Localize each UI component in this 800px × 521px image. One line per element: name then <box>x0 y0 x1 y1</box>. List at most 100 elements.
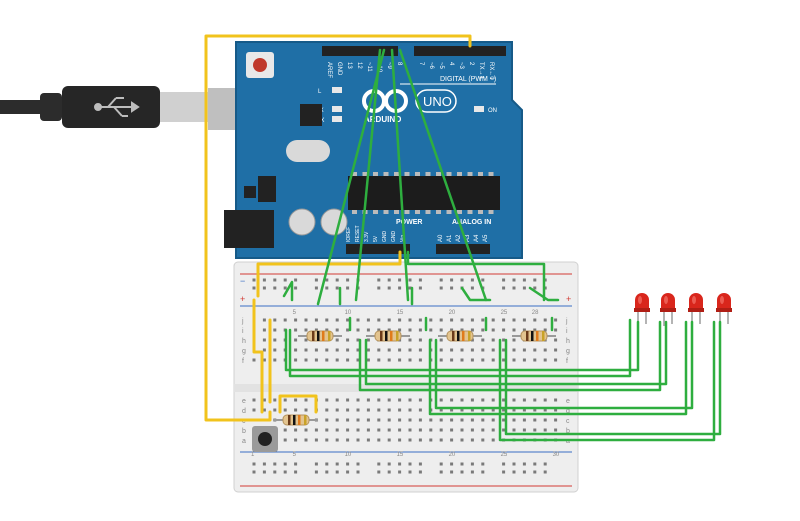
hole <box>377 328 381 332</box>
rail-hole <box>283 278 287 282</box>
rail-hole <box>533 278 537 282</box>
hole <box>346 338 350 342</box>
hole <box>356 408 360 412</box>
pushbutton-cap[interactable] <box>258 432 272 446</box>
hole <box>522 398 526 402</box>
chip-pin <box>478 172 483 176</box>
hole <box>366 428 370 432</box>
rail-hole <box>387 470 391 474</box>
hole <box>429 438 433 442</box>
hole <box>304 348 308 352</box>
hole <box>543 408 547 412</box>
hole <box>377 398 381 402</box>
hole <box>481 428 485 432</box>
pin-label-top: 4 <box>448 62 454 66</box>
hole <box>491 338 495 342</box>
hole <box>491 358 495 362</box>
hole <box>554 418 558 422</box>
analog-pin-label: A5 <box>483 234 489 242</box>
hole <box>408 358 412 362</box>
chip-pin <box>488 210 494 214</box>
hole <box>408 338 412 342</box>
rail-hole <box>398 278 402 282</box>
hole <box>346 408 350 412</box>
hole <box>346 418 350 422</box>
analog-label: ANALOG IN <box>452 219 491 226</box>
rail-hole <box>356 462 360 466</box>
rail-hole <box>252 278 256 282</box>
rail-hole <box>273 278 277 282</box>
rail-hole <box>408 462 412 466</box>
chip-pin <box>467 172 473 176</box>
hole <box>491 348 495 352</box>
chip-pin <box>457 172 462 176</box>
rail-hole <box>408 278 412 282</box>
rail-plus-right: + <box>566 294 571 304</box>
hole <box>304 398 308 402</box>
hole <box>366 408 370 412</box>
hole <box>450 438 454 442</box>
hole <box>294 328 298 332</box>
rail-hole <box>252 470 256 474</box>
rail-hole <box>418 286 422 290</box>
reset-button-icon[interactable] <box>246 52 274 78</box>
rail-hole <box>335 278 339 282</box>
hole <box>314 348 318 352</box>
rail-hole <box>481 278 485 282</box>
hole <box>273 408 277 412</box>
hole <box>429 318 433 322</box>
hole <box>346 358 350 362</box>
rail-hole <box>543 470 547 474</box>
hole <box>439 318 443 322</box>
row-label: g <box>566 348 570 355</box>
led-red <box>688 293 704 326</box>
hole <box>460 408 464 412</box>
hole <box>512 338 516 342</box>
model-badge <box>415 89 457 113</box>
rail-minus-left: − <box>240 276 245 286</box>
hole <box>398 408 402 412</box>
hole <box>366 418 370 422</box>
hole <box>356 398 360 402</box>
rail-hole <box>481 462 485 466</box>
row-label: c <box>566 418 570 425</box>
hole <box>439 438 443 442</box>
hole <box>418 328 422 332</box>
hole <box>460 418 464 422</box>
hole <box>335 328 339 332</box>
wire-green-led4-cathode <box>504 320 722 436</box>
hole <box>356 318 360 322</box>
hole <box>325 428 329 432</box>
column-label-top: 25 <box>501 310 508 316</box>
hole <box>491 408 495 412</box>
hole <box>304 318 308 322</box>
rail-hole <box>533 286 537 290</box>
hole <box>439 328 443 332</box>
hole <box>377 418 381 422</box>
hole <box>366 348 370 352</box>
hole <box>481 438 485 442</box>
rail-hole <box>294 286 298 290</box>
rail-hole <box>294 462 298 466</box>
wire-yellow-button-to-resistor <box>278 394 318 414</box>
rail-hole <box>252 462 256 466</box>
wire-green-pin11 <box>390 48 410 302</box>
hole <box>554 328 558 332</box>
hole <box>273 338 277 342</box>
analog-pin-label: A2 <box>456 234 462 242</box>
rail-hole <box>522 462 526 466</box>
hole <box>408 428 412 432</box>
rail-hole <box>460 470 464 474</box>
hole <box>356 348 360 352</box>
row-label: i <box>242 328 244 335</box>
hole <box>408 438 412 442</box>
hole <box>418 358 422 362</box>
hole <box>470 318 474 322</box>
hole <box>491 418 495 422</box>
resistor <box>274 414 318 426</box>
hole <box>522 428 526 432</box>
chip-pin <box>425 172 431 176</box>
pin-label-top: GND <box>336 62 342 76</box>
pushbutton[interactable] <box>252 426 278 452</box>
pin-label-top: ~9 <box>386 62 392 70</box>
